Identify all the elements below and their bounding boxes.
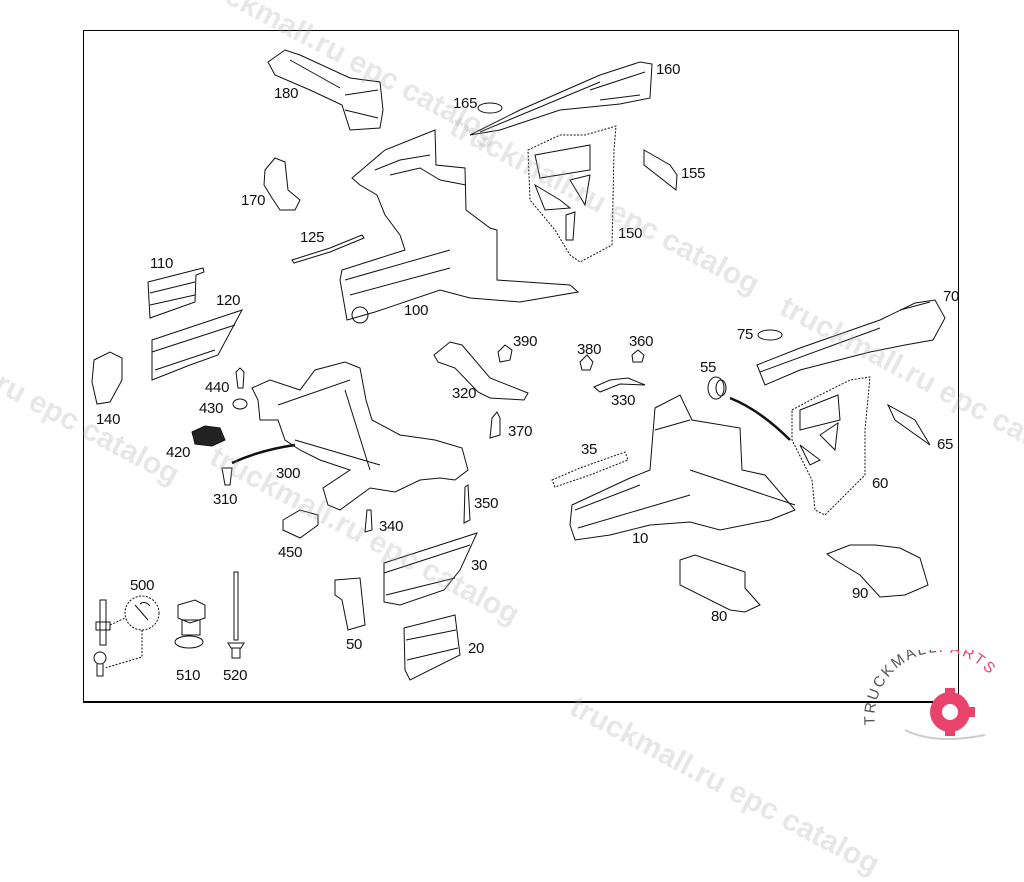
callout-35[interactable]: 35	[581, 441, 598, 458]
callout-180[interactable]: 180	[274, 85, 299, 102]
part-310-drawing[interactable]	[221, 467, 233, 486]
callout-60[interactable]: 60	[872, 475, 889, 492]
callout-165[interactable]: 165	[453, 95, 478, 112]
part-100-drawing[interactable]	[339, 129, 580, 324]
logo-text-accent: PARTS	[939, 650, 1000, 678]
callout-80[interactable]: 80	[711, 608, 728, 625]
part-10-drawing[interactable]	[569, 394, 796, 541]
part-150-drawing[interactable]	[527, 125, 617, 263]
part-165-drawing[interactable]	[477, 102, 503, 114]
part-125-drawing[interactable]	[291, 234, 365, 264]
part-370-drawing[interactable]	[489, 411, 501, 439]
part-520-drawing[interactable]	[227, 571, 245, 659]
callout-10[interactable]: 10	[632, 530, 649, 547]
callout-380[interactable]: 380	[577, 341, 602, 358]
part-110-drawing[interactable]	[147, 267, 205, 319]
callout-75[interactable]: 75	[737, 326, 754, 343]
callout-160[interactable]: 160	[656, 61, 681, 78]
callout-420[interactable]: 420	[166, 444, 191, 461]
part-55-drawing[interactable]	[707, 376, 791, 441]
callout-360[interactable]: 360	[629, 333, 654, 350]
part-50-drawing[interactable]	[334, 577, 366, 631]
part-90-drawing[interactable]	[825, 544, 929, 598]
callout-125[interactable]: 125	[300, 229, 325, 246]
part-380-drawing[interactable]	[579, 354, 594, 371]
callout-500[interactable]: 500	[130, 577, 155, 594]
parts-drawing	[91, 49, 946, 681]
callout-370[interactable]: 370	[508, 423, 533, 440]
callout-350[interactable]: 350	[474, 495, 499, 512]
part-340-drawing[interactable]	[364, 509, 373, 533]
part-120-drawing[interactable]	[151, 309, 244, 381]
part-170-drawing[interactable]	[263, 157, 301, 211]
callout-300[interactable]: 300	[276, 465, 301, 482]
part-155-drawing[interactable]	[643, 149, 678, 191]
part-440-drawing[interactable]	[235, 367, 245, 389]
callout-310[interactable]: 310	[213, 491, 238, 508]
part-80-drawing[interactable]	[679, 554, 761, 613]
part-65-drawing[interactable]	[886, 403, 931, 446]
callout-170[interactable]: 170	[241, 192, 266, 209]
part-430-drawing[interactable]	[232, 398, 248, 410]
part-350-drawing[interactable]	[463, 484, 471, 524]
callout-65[interactable]: 65	[937, 436, 954, 453]
part-360-drawing[interactable]	[631, 349, 645, 363]
callout-110[interactable]: 110	[150, 255, 174, 272]
callout-510[interactable]: 510	[176, 667, 201, 684]
callout-20[interactable]: 20	[468, 640, 485, 657]
part-75-drawing[interactable]	[757, 329, 783, 341]
callout-55[interactable]: 55	[700, 359, 717, 376]
callout-120[interactable]: 120	[216, 292, 241, 309]
callout-330[interactable]: 330	[611, 392, 636, 409]
callout-430[interactable]: 430	[199, 400, 224, 417]
callout-90[interactable]: 90	[852, 585, 869, 602]
callout-155[interactable]: 155	[681, 165, 706, 182]
part-140-drawing[interactable]	[91, 351, 123, 405]
callout-70[interactable]: 70	[943, 288, 960, 305]
part-390-drawing[interactable]	[497, 344, 513, 363]
part-450-drawing[interactable]	[282, 509, 319, 539]
logo-swoosh	[904, 729, 986, 740]
part-300-drawing[interactable]	[231, 361, 469, 511]
part-500-drawing[interactable]	[93, 595, 160, 677]
callout-320[interactable]: 320	[452, 385, 477, 402]
callout-450[interactable]: 450	[278, 544, 303, 561]
callout-100[interactable]: 100	[404, 302, 429, 319]
part-160-drawing[interactable]	[469, 61, 653, 136]
callout-150[interactable]: 150	[618, 225, 643, 242]
callout-390[interactable]: 390	[513, 333, 538, 350]
diagram-frame	[83, 30, 959, 703]
part-330-drawing[interactable]	[593, 377, 646, 393]
callout-340[interactable]: 340	[379, 518, 404, 535]
part-70-drawing[interactable]	[756, 299, 946, 386]
gear-icon	[930, 688, 975, 736]
callout-50[interactable]: 50	[346, 636, 363, 653]
callout-440[interactable]: 440	[205, 379, 230, 396]
logo-text-dark: TRUCKMALL	[861, 650, 939, 726]
part-420-drawing[interactable]	[191, 425, 226, 447]
callout-520[interactable]: 520	[223, 667, 248, 684]
part-30-drawing[interactable]	[383, 532, 478, 606]
callout-30[interactable]: 30	[471, 557, 488, 574]
part-510-drawing[interactable]	[174, 599, 206, 649]
callout-140[interactable]: 140	[96, 411, 121, 428]
truckmall-parts-logo: TRUCKMALLPARTS	[861, 650, 1000, 740]
part-20-drawing[interactable]	[403, 614, 461, 681]
part-180-drawing[interactable]	[267, 49, 384, 131]
part-35-drawing[interactable]	[551, 451, 629, 488]
part-320-drawing[interactable]	[433, 341, 529, 401]
part-60-drawing[interactable]	[791, 376, 871, 516]
